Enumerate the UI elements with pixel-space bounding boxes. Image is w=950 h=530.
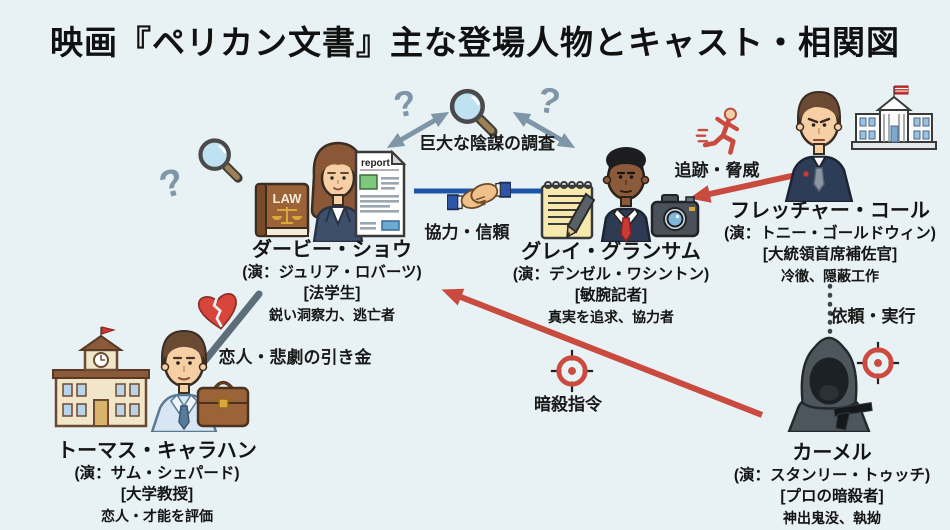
character-trait: 冷徹、隠蔽工作	[780, 267, 879, 284]
target-icon	[550, 349, 594, 398]
assassination-label: 暗殺指令	[534, 395, 602, 414]
character-name: カーメル	[792, 442, 872, 464]
character-trait: 神出鬼没、執拗	[782, 509, 881, 526]
character-role: [法学生]	[303, 284, 361, 302]
investigation-arrow-right	[512, 112, 576, 148]
investigation-label: 巨大な陰謀の調査	[419, 134, 555, 153]
lover-line	[199, 290, 263, 367]
notepad-icon	[540, 181, 596, 240]
report-label: report	[361, 158, 391, 169]
fletcher-illustration	[768, 84, 940, 207]
thomas-info: トーマス・キャラハン (演：サム・シェパード) [大学教授] 恋人・才能を評価	[57, 440, 257, 525]
character-cast: (演：スタンリー・トゥッチ)	[733, 467, 931, 485]
target-icon	[856, 341, 900, 390]
character-name: トーマス・キャラハン	[57, 440, 257, 462]
pursuit-arrow	[689, 172, 797, 203]
law-book-icon: LAW	[254, 182, 310, 238]
thomas-illustration	[52, 326, 252, 437]
pursuit-label: 追跡・脅威	[674, 161, 760, 180]
character-name: グレイ・グランサム	[521, 241, 701, 263]
fletcher-figure	[784, 90, 854, 204]
magnifier-icon	[193, 133, 243, 188]
khamel-illustration	[784, 334, 879, 437]
investigation-arrow-left	[386, 112, 450, 148]
darby-info: ダービー・ショウ (演：ジュリア・ロバーツ) [法学生] 鋭い洞察力、逃亡者	[242, 239, 421, 324]
broken-heart-icon	[194, 288, 244, 341]
lover-label: 恋人・悲劇の引き金	[218, 348, 372, 367]
white-house-icon	[851, 85, 937, 150]
gray-figure	[600, 147, 652, 244]
briefcase-icon	[196, 380, 250, 428]
character-cast: (演：ジュリア・ロバーツ)	[242, 264, 422, 282]
assassination-arrow	[441, 288, 764, 418]
gun-icon	[833, 402, 873, 431]
school-icon	[52, 326, 150, 428]
khamel-figure	[787, 336, 873, 434]
character-trait: 真実を追求、協力者	[547, 308, 674, 325]
cooperation-label: 協力・信頼	[424, 223, 510, 242]
gray-info: グレイ・グランサム (演：デンゼル・ワシントン) [敏腕記者] 真実を追求、協力…	[513, 241, 709, 326]
character-cast: (演：デンゼル・ワシントン)	[512, 266, 710, 284]
page-title: 映画『ペリカン文書』主な登場人物とキャスト・相関図	[50, 24, 900, 61]
character-role: [大学教授]	[120, 485, 194, 503]
law-book-label: LAW	[273, 191, 303, 206]
khamel-info: カーメル (演：スタンリー・トゥッチ) [プロの暗殺者] 神出鬼没、執拗	[734, 442, 930, 527]
character-name: ダービー・ショウ	[252, 239, 412, 261]
handshake-icon	[446, 173, 512, 224]
camera-icon	[650, 194, 700, 238]
runner-icon	[694, 103, 750, 164]
character-role: [大統領首席補佐官]	[762, 245, 898, 263]
report-icon: report	[354, 149, 407, 238]
character-cast: (演：トニー・ゴールドウィン)	[724, 225, 936, 243]
character-cast: (演：サム・シェパード)	[74, 465, 240, 483]
character-role: [敏腕記者]	[574, 286, 648, 304]
character-role: [プロの暗殺者]	[780, 487, 884, 505]
request-label: 依頼・実行	[830, 307, 916, 326]
character-name: フレッチャー・コール	[730, 200, 930, 222]
darby-illustration: LAW	[252, 132, 417, 247]
gray-illustration	[538, 138, 700, 247]
character-trait: 恋人・才能を評価	[101, 507, 213, 524]
magnifier-icon	[444, 83, 498, 142]
character-trait: 鋭い洞察力、逃亡者	[269, 306, 395, 323]
darby-figure	[310, 141, 366, 244]
fletcher-info: フレッチャー・コール (演：トニー・ゴールドウィン) [大統領首席補佐官] 冷徹…	[724, 200, 936, 285]
